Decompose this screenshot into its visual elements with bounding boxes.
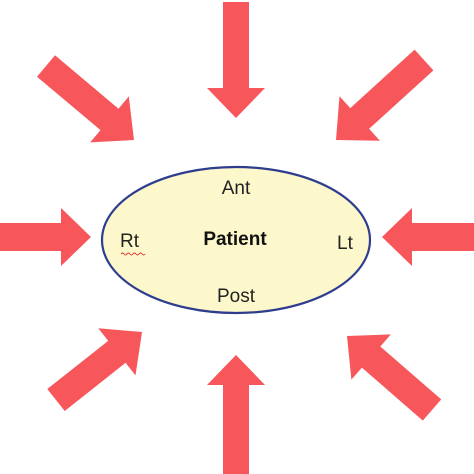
label-right: Rt: [120, 231, 140, 252]
arrow-bottom-left: [47, 328, 142, 411]
arrow-top: [207, 2, 265, 118]
patient-ellipse: [102, 167, 370, 313]
label-posterior: Post: [217, 286, 256, 307]
arrow-top-left: [37, 55, 134, 143]
arrow-bottom-right: [347, 334, 442, 421]
arrow-bottom: [207, 355, 265, 474]
arrow-left: [0, 208, 91, 266]
label-left: Lt: [337, 233, 354, 254]
spellcheck-underline: [120, 252, 146, 256]
label-anterior: Ant: [222, 178, 251, 199]
label-patient: Patient: [203, 229, 267, 250]
patient-ellipse-outline: [100, 165, 372, 315]
arrow-top-right: [336, 49, 434, 141]
arrow-right: [382, 208, 474, 266]
